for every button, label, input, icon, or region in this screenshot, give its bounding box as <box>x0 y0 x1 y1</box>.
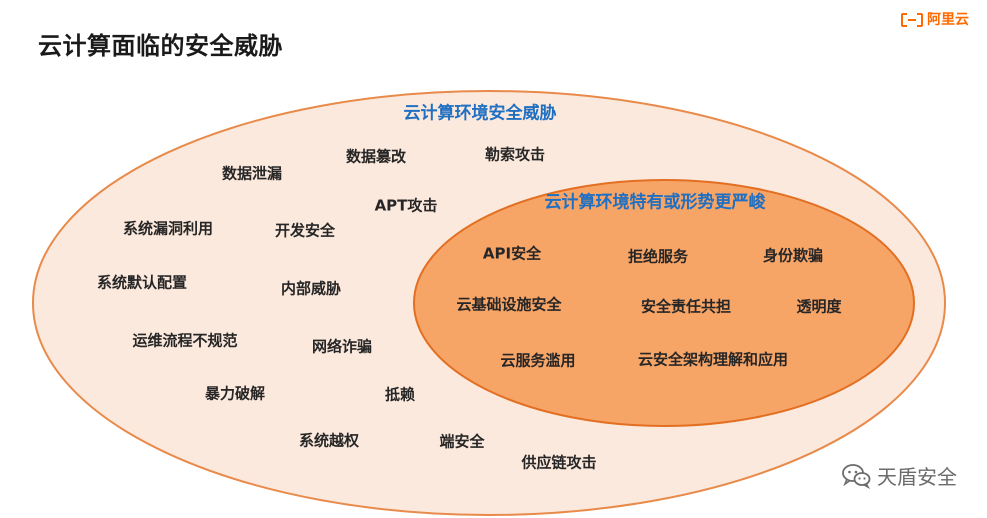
outer-item: 抵赖 <box>384 385 416 404</box>
outer-item: 系统越权 <box>298 431 360 450</box>
outer-item: 运维流程不规范 <box>132 331 238 350</box>
outer-item: 暴力破解 <box>204 384 266 403</box>
brand-logo: 阿里云 <box>901 12 969 28</box>
outer-item: 网络诈骗 <box>311 337 373 356</box>
outer-item: 系统默认配置 <box>96 273 188 292</box>
inner-item: 身份欺骗 <box>762 246 824 265</box>
inner-item: API安全 <box>482 244 542 263</box>
inner-item: 云安全架构理解和应用 <box>637 350 789 369</box>
outer-item: 内部威胁 <box>280 279 342 298</box>
inner-item: 透明度 <box>796 297 842 316</box>
outer-item: 端安全 <box>439 432 485 451</box>
outer-item: 勒索攻击 <box>484 145 546 164</box>
inner-ellipse <box>413 179 915 427</box>
page-title: 云计算面临的安全威胁 <box>38 32 283 60</box>
inner-set-title: 云计算环境特有或形势更严峻 <box>544 192 766 213</box>
watermark: 天盾安全 <box>841 461 957 490</box>
wechat-icon <box>842 463 871 489</box>
inner-item: 云基础设施安全 <box>456 295 562 314</box>
brand-text: 阿里云 <box>927 12 969 28</box>
outer-set-title: 云计算环境安全威胁 <box>403 103 557 124</box>
outer-item: APT攻击 <box>374 196 438 215</box>
outer-item: 系统漏洞利用 <box>122 219 214 238</box>
outer-item: 开发安全 <box>274 221 336 240</box>
inner-item: 拒绝服务 <box>627 247 689 266</box>
watermark-text: 天盾安全 <box>877 465 957 489</box>
outer-item: 数据篡改 <box>345 147 407 166</box>
outer-item: 数据泄漏 <box>221 164 283 183</box>
outer-item: 供应链攻击 <box>521 453 597 472</box>
aliyun-logo-icon <box>901 13 923 27</box>
inner-item: 安全责任共担 <box>640 297 732 316</box>
inner-item: 云服务滥用 <box>500 351 576 370</box>
